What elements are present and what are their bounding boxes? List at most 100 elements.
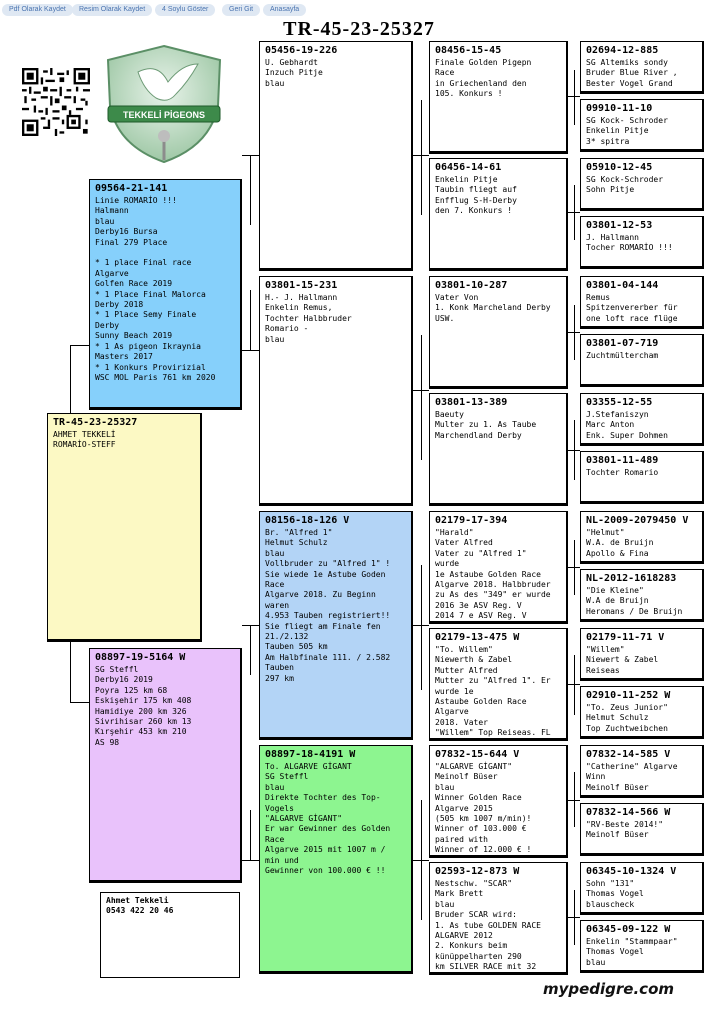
- save-image-button[interactable]: Resim Olarak Kaydet: [72, 4, 153, 16]
- ring-number: NL-2009-2079450 V: [586, 515, 689, 526]
- pigeon-card-gen4[interactable]: 02593-12-873 W Nestschw. "SCAR" Mark Bre…: [429, 862, 568, 975]
- pigeon-details: AHMET TEKKELİ ROMARİO-STEFF: [53, 430, 116, 450]
- pigeon-details: "To. Zeus Junior" Helmut Schulz Top Zuch…: [586, 703, 668, 733]
- logo-ribbon: TEKKELİ PİGEONS: [107, 105, 221, 123]
- pigeon-card-gen4[interactable]: 03801-13-389 Baeuty Multer zu 1. As Taub…: [429, 393, 568, 506]
- ring-number: 06345-09-122 W: [586, 924, 671, 935]
- pigeon-details: J.Stefaniszyn Marc Anton Enk. Super Dohm…: [586, 410, 668, 440]
- pigeon-details: Nestschw. "SCAR" Mark Brett blau Bruder …: [435, 879, 541, 972]
- site-brand: mypedigre.com: [542, 980, 674, 998]
- ring-number: 02593-12-873 W: [435, 866, 520, 877]
- pigeon-details: "Die Kleine" W.A de Bruijn Heromans / De…: [586, 586, 683, 616]
- ring-number: 02179-17-394: [435, 515, 508, 526]
- pigeon-details: J. Hallmann Tocher ROMARİO !!!: [586, 233, 673, 253]
- ring-number: 07832-15-644 V: [435, 749, 520, 760]
- pigeon-card-sire-dam[interactable]: 03801-15-231 H.- J. Hallmann Enkelin Rem…: [259, 276, 413, 506]
- pigeon-card-gen5[interactable]: 09910-11-10 SG Kock- Schroder Enkelin Pi…: [580, 99, 704, 152]
- pigeon-card-gen5[interactable]: 03801-12-53 J. Hallmann Tocher ROMARİO !…: [580, 216, 704, 269]
- pigeon-card-gen4[interactable]: 07832-15-644 V "ALGARVE GİGANT" Meinolf …: [429, 745, 568, 858]
- ring-number: 03801-15-231: [265, 280, 338, 291]
- pigeon-card-gen5[interactable]: 03801-04-144 Remus Spitzenvererber für o…: [580, 276, 704, 329]
- ring-number: 08897-18-4191 W: [265, 749, 356, 760]
- pigeon-details: Enkelin Pitje Taubin fliegt auf Enfflug …: [435, 175, 517, 216]
- pigeon-card-gen5[interactable]: 05910-12-45 SG Kock-Schroder Sohn Pitje: [580, 158, 704, 211]
- pigeon-card-gen5[interactable]: 02694-12-885 SG Altemiks sondy Bruder Bl…: [580, 41, 704, 94]
- ring-number: 03801-12-53: [586, 220, 653, 231]
- pigeon-card-dam-sire[interactable]: 08156-18-126 V Br. "Alfred 1" Helmut Sch…: [259, 511, 413, 740]
- pigeon-details: "RV-Beste 2014!" Meinolf Büser: [586, 820, 664, 840]
- pigeon-card-gen5[interactable]: 02179-11-71 V "Willem" Niewert & Zabel R…: [580, 628, 704, 681]
- pigeon-details: Baeuty Multer zu 1. As Taube Marchendlan…: [435, 410, 537, 440]
- pigeon-card-gen5[interactable]: 02910-11-252 W "To. Zeus Junior" Helmut …: [580, 686, 704, 739]
- ring-number: 02694-12-885: [586, 45, 659, 56]
- ring-number: 03801-10-287: [435, 280, 508, 291]
- ring-number: 08456-15-45: [435, 45, 502, 56]
- pigeon-card-sire[interactable]: 09564-21-141 Linie ROMARİO !!! Halmann b…: [89, 179, 242, 410]
- tekkeli-pigeons-logo: TEKKELİ PİGEONS: [106, 44, 222, 164]
- pigeon-card-gen5[interactable]: 06345-10-1324 V Sohn "131" Thomas Vogel …: [580, 862, 704, 915]
- go-back-button[interactable]: Geri Git: [222, 4, 261, 16]
- pigeon-details: SG Kock- Schroder Enkelin Pitje 3* spitr…: [586, 116, 668, 146]
- pigeon-card-gen5[interactable]: 07832-14-566 W "RV-Beste 2014!" Meinolf …: [580, 803, 704, 856]
- pigeon-details: To. ALGARVE GİGANT SG Steffl blau Direkt…: [265, 762, 391, 876]
- ring-number: 03801-04-144: [586, 280, 659, 291]
- pigeon-details: Zuchtmültercham: [586, 351, 659, 360]
- pigeon-card-gen4[interactable]: 08456-15-45 Finale Golden Pigepn Race in…: [429, 41, 568, 154]
- ring-number: 05456-19-226: [265, 45, 338, 56]
- ring-number: 06345-10-1324 V: [586, 866, 677, 877]
- ring-number: 02179-13-475 W: [435, 632, 520, 643]
- save-pdf-button[interactable]: Pdf Olarak Kaydet: [2, 4, 73, 16]
- owner-contact: Ahmet Tekkeli 0543 422 20 46: [100, 892, 240, 978]
- pigeon-card-gen5[interactable]: NL-2009-2079450 V "Helmut" W.A. de Bruij…: [580, 511, 704, 564]
- show-four-generations-button[interactable]: 4 Soylu Göster: [155, 4, 216, 16]
- pigeon-card-gen5[interactable]: 03801-11-489 Tochter Romario: [580, 451, 704, 504]
- pigeon-details: "Willem" Niewert & Zabel Reiseas: [586, 645, 659, 675]
- qr-code-icon: [22, 68, 90, 136]
- pigeon-card-gen5[interactable]: 03355-12-55 J.Stefaniszyn Marc Anton Enk…: [580, 393, 704, 446]
- pigeon-card-gen4[interactable]: 06456-14-61 Enkelin Pitje Taubin fliegt …: [429, 158, 568, 271]
- ring-number: 06456-14-61: [435, 162, 502, 173]
- ring-number: 09564-21-141: [95, 183, 168, 194]
- ring-number: 09910-11-10: [586, 103, 653, 114]
- owner-phone: 0543 422 20 46: [106, 906, 174, 916]
- pigeon-details: Finale Golden Pigepn Race in Griechenlan…: [435, 58, 532, 99]
- pigeon-details: "To. Willem" Niewerth & Zabel Mutter Alf…: [435, 645, 551, 738]
- pigeon-details: Remus Spitzenvererber für one loft race …: [586, 293, 678, 323]
- pigeon-card-gen4[interactable]: 03801-10-287 Vater Von 1. Konk Marchelan…: [429, 276, 568, 389]
- ring-number: TR-45-23-25327: [53, 417, 138, 428]
- ring-number: 02910-11-252 W: [586, 690, 671, 701]
- ring-number: 08897-19-5164 W: [95, 652, 186, 663]
- pigeon-card-dam-dam[interactable]: 08897-18-4191 W To. ALGARVE GİGANT SG St…: [259, 745, 413, 974]
- pigeon-card-gen5[interactable]: 03801-07-719 Zuchtmültercham: [580, 334, 704, 387]
- pigeon-details: SG Kock-Schroder Sohn Pitje: [586, 175, 664, 195]
- ring-number: 07832-14-566 W: [586, 807, 671, 818]
- pigeon-details: Linie ROMARİO !!! Halmann blau Derby16 B…: [95, 196, 216, 382]
- pigeon-details: "Helmut" W.A. de Bruijn Apollo & Fina: [586, 528, 654, 558]
- pigeon-details: Sohn "131" Thomas Vogel blauscheck: [586, 879, 644, 909]
- svg-text:TEKKELİ PİGEONS: TEKKELİ PİGEONS: [123, 110, 205, 120]
- pigeon-details: SG Altemiks sondy Bruder Blue River , Be…: [586, 58, 678, 88]
- pigeon-card-gen5[interactable]: NL-2012-1618283 "Die Kleine" W.A de Brui…: [580, 569, 704, 622]
- pigeon-details: Tochter Romario: [586, 468, 659, 477]
- ring-number: NL-2012-1618283: [586, 573, 677, 584]
- ring-number: 03801-11-489: [586, 455, 659, 466]
- pigeon-card-gen4[interactable]: 02179-17-394 "Harald" Vater Alfred Vater…: [429, 511, 568, 624]
- pigeon-details: "Harald" Vater Alfred Vater zu "Alfred 1…: [435, 528, 551, 621]
- ring-number: 03355-12-55: [586, 397, 653, 408]
- ring-number: 03801-07-719: [586, 338, 659, 349]
- pigeon-details: "Catherine" Algarve Winn Meinolf Büser: [586, 762, 678, 792]
- pigeon-card-gen4[interactable]: 02179-13-475 W "To. Willem" Niewerth & Z…: [429, 628, 568, 741]
- pigeon-details: H.- J. Hallmann Enkelin Remus, Tochter H…: [265, 293, 352, 344]
- pigeon-card-gen5[interactable]: 06345-09-122 W Enkelin "Stammpaar" Thoma…: [580, 920, 704, 973]
- pigeon-details: Br. "Alfred 1" Helmut Schulz blau Vollbr…: [265, 528, 391, 683]
- ring-number: 07832-14-585 V: [586, 749, 671, 760]
- pigeon-details: U. Gebhardt Inzuch Pitje blau: [265, 58, 323, 88]
- home-button[interactable]: Anasayfa: [263, 4, 307, 16]
- pigeon-card-sire-sire[interactable]: 05456-19-226 U. Gebhardt Inzuch Pitje bl…: [259, 41, 413, 271]
- ring-number: 03801-13-389: [435, 397, 508, 408]
- pigeon-card-gen5[interactable]: 07832-14-585 V "Catherine" Algarve Winn …: [580, 745, 704, 798]
- pigeon-card-subject[interactable]: TR-45-23-25327 AHMET TEKKELİ ROMARİO-STE…: [47, 413, 202, 642]
- pigeon-details: SG Steffl Derby16 2019 Poyra 125 km 68 E…: [95, 665, 192, 747]
- pigeon-card-dam[interactable]: 08897-19-5164 W SG Steffl Derby16 2019 P…: [89, 648, 242, 883]
- pigeon-details: Enkelin "Stammpaar" Thomas Vogel blau: [586, 937, 678, 967]
